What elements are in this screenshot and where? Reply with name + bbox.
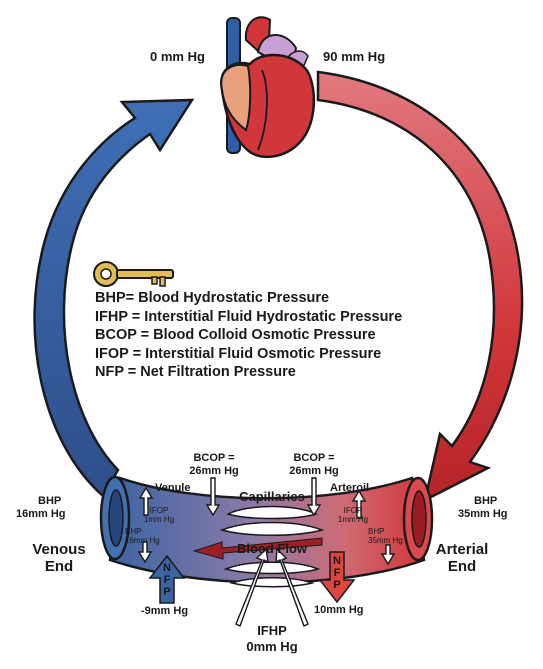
arteriole-ifop-label: IFOP — [343, 506, 363, 515]
arterial-supply-arrow — [316, 70, 524, 503]
arteriole-label: Arteroil — [330, 482, 370, 494]
bcop-left-label: BCOP = — [193, 452, 235, 464]
bcop-right-label: BCOP = — [293, 452, 335, 464]
arterial-bhp-label: BHP — [474, 495, 498, 507]
venous-nfp-value: -9mm Hg — [141, 605, 189, 617]
venous-nfp-letter-f: F — [163, 574, 171, 586]
venous-return-arrow — [33, 98, 195, 498]
nfp-arrows — [148, 551, 356, 604]
venous-end-line2: End — [44, 558, 74, 575]
ifhp-value: 0mm Hg — [246, 639, 298, 654]
arterial-end-line2: End — [447, 558, 477, 575]
venule-ifop-value: 1mm Hg — [143, 515, 175, 524]
blood-vessel — [99, 475, 434, 588]
venous-bhp-value: 16mm Hg — [16, 508, 66, 520]
key-line-ifhp: IFHP = Interstitial Fluid Hydrostatic Pr… — [95, 308, 403, 325]
capillaries-label: Capillaries — [239, 489, 305, 504]
heart-illustration — [220, 16, 316, 159]
arterial-inner-bhp-value: 35mm Hg — [368, 536, 403, 545]
arterial-nfp-value: 10mm Hg — [314, 604, 364, 616]
key-line-nfp: NFP = Net Filtration Pressure — [95, 364, 296, 380]
arterial-end-line1: Arterial — [435, 541, 489, 558]
arterial-nfp-letter-n: N — [333, 555, 341, 567]
key-icon — [93, 261, 174, 287]
arterial-nfp-letter-f: F — [333, 567, 341, 579]
venule-label: Venule — [155, 482, 191, 494]
venous-nfp-letter-n: N — [163, 562, 171, 574]
heart-right-pressure: 90 mm Hg — [323, 49, 386, 64]
ifhp-label: IFHP — [257, 623, 287, 638]
key-legend: BHP= Blood Hydrostatic Pressure IFHP = I… — [95, 289, 402, 382]
pressure-arrows — [137, 477, 396, 627]
bcop-right-value: 26mm Hg — [289, 465, 339, 477]
heart-left-pressure: 0 mm Hg — [150, 49, 205, 64]
arterial-nfp-letter-p: P — [333, 579, 341, 591]
key-line-ifop: IFOP = Interstitial Fluid Osmotic Pressu… — [95, 345, 382, 362]
arteriole-ifop-value: 1mm Hg — [337, 515, 369, 524]
venous-end-line1: Venous — [32, 541, 86, 558]
blood-flow-label: Blood Flow — [236, 541, 308, 556]
key-line-bcop: BCOP = Blood Colloid Osmotic Pressure — [95, 327, 376, 343]
venous-inner-bhp-value: 16mm Hg — [125, 536, 160, 545]
key-line-bhp: BHP= Blood Hydrostatic Pressure — [95, 290, 330, 306]
arterial-inner-bhp-label: BHP — [368, 527, 385, 536]
venous-inner-bhp-label: BHP — [125, 527, 142, 536]
bcop-left-value: 26mm Hg — [189, 465, 239, 477]
arterial-bhp-value: 35mm Hg — [458, 508, 508, 520]
venous-nfp-letter-p: P — [163, 586, 171, 598]
venous-bhp-label: BHP — [38, 495, 62, 507]
venule-ifop-label: IFOP — [149, 506, 169, 515]
